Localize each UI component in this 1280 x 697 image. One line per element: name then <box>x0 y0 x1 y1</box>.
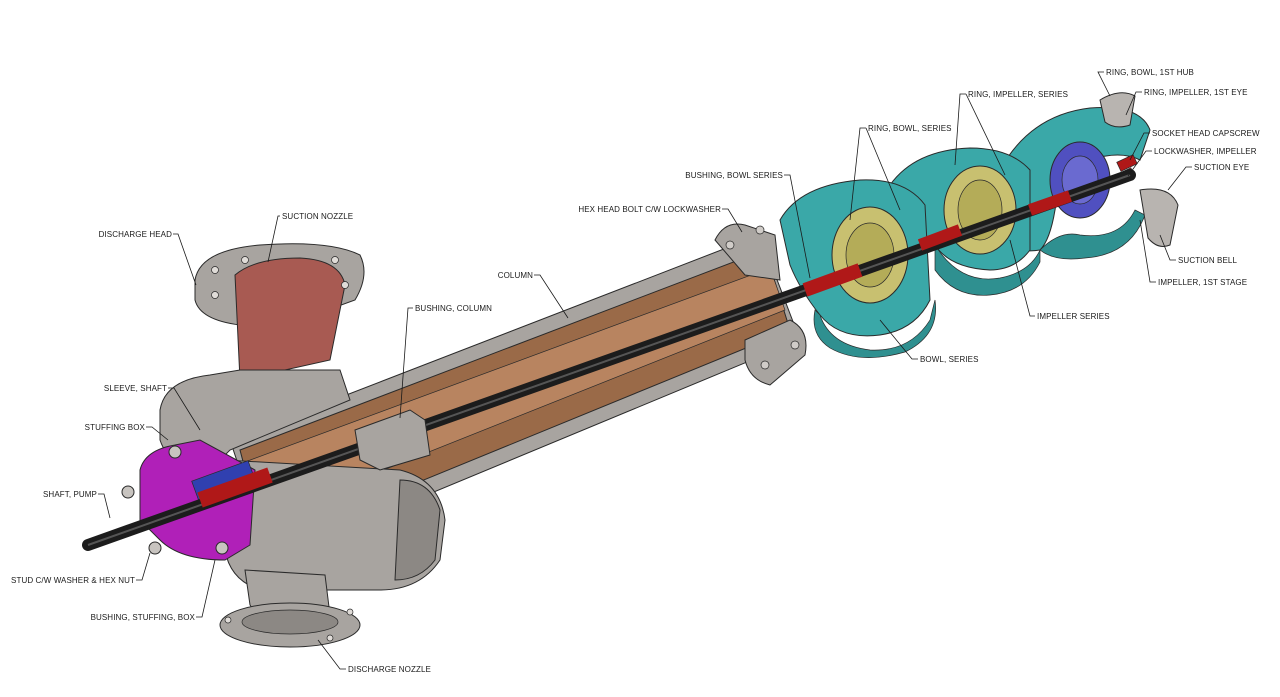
leader-ring-bowl-1st-hub <box>1097 71 1111 97</box>
bowl-lower-1 <box>813 299 936 358</box>
flange-bolt <box>241 256 249 264</box>
label-bushing-stuffing-box: BUSHING, STUFFING, BOX <box>91 613 196 622</box>
label-stud: STUD C/W WASHER & HEX NUT <box>11 576 135 585</box>
bowl-lower-3 <box>1039 209 1146 260</box>
leader-suction-nozzle <box>267 215 280 263</box>
discharge-head-lower-body <box>224 459 446 591</box>
leader-column <box>534 274 569 319</box>
flange-bolt <box>341 281 349 289</box>
label-bushing-column: BUSHING, COLUMN <box>415 304 492 313</box>
leader-bushing-bowl-series <box>784 174 811 279</box>
leader-sleeve-shaft <box>168 387 201 431</box>
label-ring-bowl-1st-hub: RING, BOWL, 1ST HUB <box>1106 68 1194 77</box>
bushing-column-spider <box>354 409 431 471</box>
discharge-head-flange <box>394 479 441 581</box>
flange-bolt <box>326 634 334 642</box>
shaft-assembly <box>82 169 1136 551</box>
label-suction-eye: SUCTION EYE <box>1194 163 1249 172</box>
label-ring-bowl-series: RING, BOWL, SERIES <box>868 124 952 133</box>
leader-bowl-series <box>879 319 918 360</box>
leader-lines <box>98 71 1192 670</box>
leader-bushing-stuffing-box <box>196 559 216 618</box>
label-bushing-bowl-series: BUSHING, BOWL SERIES <box>685 171 783 180</box>
label-discharge-head: DISCHARGE HEAD <box>99 230 173 239</box>
label-discharge-nozzle: DISCHARGE NOZZLE <box>348 665 431 674</box>
flange-bolt <box>790 340 800 350</box>
flange-bolt <box>725 240 735 250</box>
label-ring-impeller-series: RING, IMPELLER, SERIES <box>968 90 1068 99</box>
leader-impeller-series <box>1009 239 1035 317</box>
flange-bolt <box>760 360 770 370</box>
suction-nozzle-cavity <box>234 257 346 381</box>
stuffing-box-stud <box>121 485 135 499</box>
leader-lockwasher <box>1127 150 1152 177</box>
leader-stuffing-box <box>146 426 169 441</box>
socket-head-capscrew <box>1116 154 1138 172</box>
discharge-nozzle-bore <box>241 609 339 635</box>
leader-hex-head-bolt <box>722 208 743 233</box>
flange-bolt <box>346 608 354 616</box>
leader-discharge-head <box>173 233 197 286</box>
stuffing-box-stud <box>215 541 229 555</box>
label-ring-impeller-1st-eye: RING, IMPELLER, 1ST EYE <box>1144 88 1248 97</box>
label-stuffing-box: STUFFING BOX <box>85 423 146 432</box>
label-suction-nozzle: SUCTION NOZZLE <box>282 212 353 221</box>
flange-bolt <box>331 256 339 264</box>
flange-bolt <box>211 266 219 274</box>
leader-suction-eye <box>1167 166 1192 191</box>
leader-ring-bowl-series-b <box>865 127 901 211</box>
stud-hex-nut <box>148 541 162 555</box>
label-hex-head-bolt: HEX HEAD BOLT C/W LOCKWASHER <box>578 205 721 214</box>
label-column: COLUMN <box>498 271 533 280</box>
label-socket-head-capscrew: SOCKET HEAD CAPSCREW <box>1152 129 1260 138</box>
leader-ring-impeller-series-b <box>965 93 1006 176</box>
labels: DISCHARGE HEAD SUCTION NOZZLE COLUMN BUS… <box>11 68 1260 674</box>
leader-bushing-column <box>399 307 413 419</box>
leader-discharge-nozzle <box>317 639 346 670</box>
label-sleeve-shaft: SLEEVE, SHAFT <box>104 384 167 393</box>
flange-bolt <box>211 291 219 299</box>
suction-bell-ring <box>1139 188 1179 247</box>
leader-ring-bowl-series-a <box>849 127 866 221</box>
leader-ring-impeller-series-a <box>954 93 966 166</box>
column-lower-flange <box>744 319 807 386</box>
stuffing-box-stud <box>168 445 182 459</box>
label-bowl-series: BOWL, SERIES <box>920 355 979 364</box>
label-suction-bell: SUCTION BELL <box>1178 256 1237 265</box>
flange-bolt <box>755 225 765 235</box>
label-shaft-pump: SHAFT, PUMP <box>43 490 97 499</box>
leader-socket-head-capscrew <box>1129 132 1150 161</box>
leader-stud <box>136 552 151 581</box>
label-lockwasher-impeller: LOCKWASHER, IMPELLER <box>1154 147 1257 156</box>
ring-bowl-1st-hub <box>1099 92 1136 128</box>
leader-impeller-1st-stage <box>1139 219 1156 283</box>
label-impeller-series: IMPELLER SERIES <box>1037 312 1110 321</box>
bowl-sleeve <box>1028 190 1072 216</box>
bowl-lower-2 <box>934 243 1041 296</box>
leader-suction-bell <box>1159 234 1176 261</box>
column-upper-flange <box>714 223 781 281</box>
leader-shaft-pump <box>98 493 111 519</box>
label-impeller-1st-stage: IMPELLER, 1ST STAGE <box>1158 278 1247 287</box>
sleeve-shaft <box>197 467 273 508</box>
bushing-bowl-series-sleeve <box>802 263 863 297</box>
leader-ring-impeller-1st-eye <box>1125 91 1142 116</box>
bowl-sleeve <box>917 224 963 251</box>
flange-bolt <box>224 616 232 624</box>
